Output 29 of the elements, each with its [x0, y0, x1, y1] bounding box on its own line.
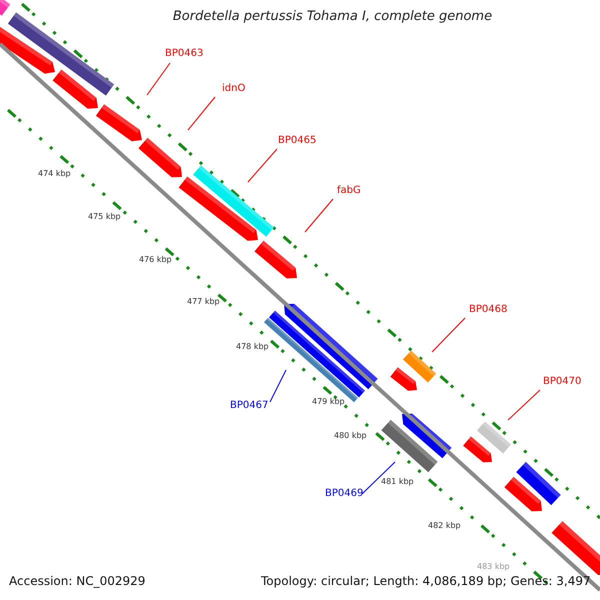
leader-line: [304, 198, 334, 232]
chart-title: Bordetella pertussis Tohama I, complete genome: [172, 10, 494, 23]
genome-info-text: Topology: circular; Length: 4,086,189 bp; Genes: 3,497: [261, 575, 591, 587]
leader-line: [188, 96, 216, 130]
leader-line: [146, 62, 170, 96]
leader-line: [362, 462, 396, 494]
scale-label: 480 kbp: [334, 432, 367, 440]
scale-label: 476 kbp: [139, 256, 172, 264]
gene-label: BP0468: [469, 305, 508, 315]
leader-line: [508, 390, 540, 420]
gene-label: fabG: [337, 186, 361, 196]
gene-label: BP0463: [165, 49, 204, 59]
gene-label: BP0470: [543, 377, 582, 387]
gene-label: BP0469: [325, 489, 364, 499]
gene-label: BP0467: [230, 401, 268, 411]
accession-text: Accession: NC_002929: [9, 575, 146, 587]
gene-label: idnO: [222, 84, 246, 94]
scale-label: 478 kbp: [236, 343, 269, 351]
scale-label: 481 kbp: [381, 478, 414, 486]
leader-line: [270, 370, 286, 402]
scale-label: 479 kbp: [312, 398, 345, 406]
scale-label: 477 kbp: [187, 298, 220, 306]
leader-line: [248, 148, 278, 182]
leader-line: [432, 318, 466, 352]
scale-label: 482 kbp: [428, 522, 461, 530]
gene-label: BP0465: [278, 136, 316, 146]
scale-label: 475 kbp: [88, 213, 121, 221]
scale-label: 474 kbp: [38, 170, 71, 178]
scale-label: 483 kbp: [477, 563, 510, 571]
